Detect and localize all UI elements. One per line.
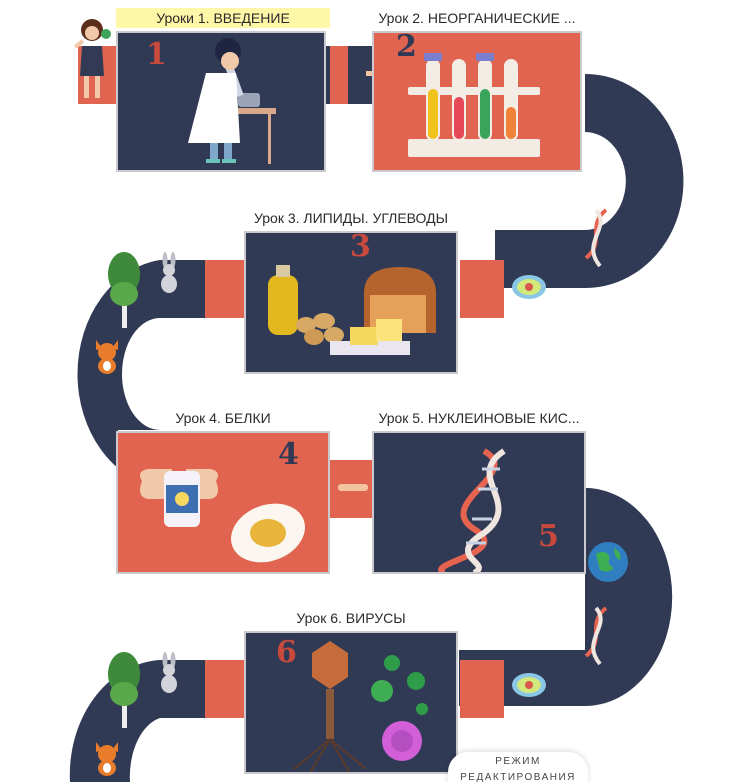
lesson-6-number: 6 xyxy=(276,635,297,670)
lesson-3-card[interactable]: 3 xyxy=(244,231,458,374)
hare-icon xyxy=(161,252,177,293)
lesson-2-card[interactable]: 2 xyxy=(372,31,582,172)
dna-icon xyxy=(438,448,506,572)
birch-tree-icon xyxy=(108,252,140,328)
protein-egg-icon xyxy=(140,469,305,563)
cell-icon-2 xyxy=(512,673,546,697)
lesson-4-title[interactable]: Урок 4. БЕЛКИ xyxy=(175,410,271,426)
lesson-3-title[interactable]: Урок 3. ЛИПИДЫ. УГЛЕВОДЫ xyxy=(254,210,448,226)
lesson-5-number: 5 xyxy=(538,519,559,554)
lesson-5-title[interactable]: Урок 5. НУКЛЕИНОВЫЕ КИС... xyxy=(378,410,580,426)
teacher-icon xyxy=(73,19,111,98)
cell-icon xyxy=(512,275,546,299)
lesson-1-number: 1 xyxy=(146,37,167,72)
fox-icon xyxy=(96,340,118,374)
edit-mode-button[interactable]: РЕЖИМ РЕДАКТИРОВАНИЯ xyxy=(448,752,588,782)
lesson-4-card[interactable]: 4 xyxy=(116,431,330,574)
fox-icon-2 xyxy=(96,742,118,776)
lesson-1-card[interactable]: 1 xyxy=(116,31,326,172)
dna-small-icon-2 xyxy=(584,606,608,666)
hare-icon-2 xyxy=(161,652,177,693)
edit-mode-line1: РЕЖИМ xyxy=(495,756,541,767)
edit-mode-line2: РЕДАКТИРОВАНИЯ xyxy=(460,772,576,782)
birch-tree-icon-2 xyxy=(108,652,140,728)
dna-small-icon xyxy=(584,208,608,268)
lesson-2-number: 2 xyxy=(396,31,417,64)
lesson-4-number: 4 xyxy=(278,437,299,472)
test-tubes-icon xyxy=(408,53,540,157)
lesson-2-title[interactable]: Урок 2. НЕОРГАНИЧЕСКИЕ ... xyxy=(378,10,576,26)
lesson-6-title[interactable]: Урок 6. ВИРУСЫ xyxy=(296,610,406,626)
lesson-5-card[interactable]: 5 xyxy=(372,431,586,574)
globe-icon xyxy=(588,542,628,582)
virus-icon xyxy=(293,641,428,772)
lipids-carbs-icon xyxy=(268,265,436,355)
lesson-1-title[interactable]: Уроки 1. ВВЕДЕНИЕ xyxy=(116,8,330,28)
lesson-6-card[interactable]: 6 xyxy=(244,631,458,774)
microscope-scientist-icon xyxy=(188,38,276,164)
lesson-3-number: 3 xyxy=(350,231,371,264)
